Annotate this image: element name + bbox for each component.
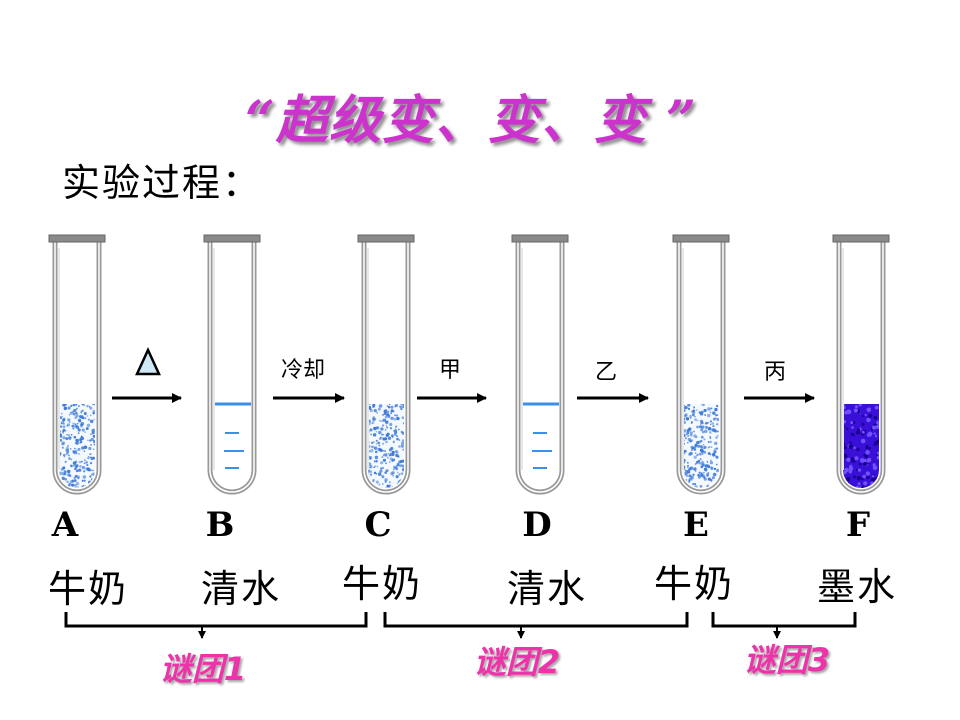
test-tube-d (511, 234, 569, 495)
test-tube-c (357, 234, 415, 495)
puzzle-label-2: 谜团2 (473, 643, 561, 681)
tube-rim (511, 234, 569, 243)
puzzle-label-1: 谜团1 (159, 650, 247, 688)
step-label-bing: 丙 (763, 360, 786, 385)
tube-letter-d: D (522, 505, 552, 545)
test-tube-a (48, 234, 106, 495)
tube-content-f: 墨水 (816, 565, 897, 609)
tube-content-d: 清水 (506, 567, 587, 611)
tube-content-e: 牛奶 (653, 562, 734, 606)
step-label-yi: 乙 (594, 360, 617, 385)
tube-content-a: 牛奶 (47, 567, 128, 611)
bracket-2 (383, 612, 689, 639)
test-tube-b (203, 234, 261, 495)
tube-letter-b: B (205, 505, 235, 545)
tube-glass (515, 242, 565, 495)
tube-letter-a: A (51, 505, 79, 545)
tube-rim (357, 234, 415, 243)
tube-glass (207, 242, 257, 495)
milk-liquid (59, 404, 95, 488)
tube-rim (203, 234, 261, 243)
tube-rim (48, 234, 106, 243)
test-tube-e (672, 234, 730, 495)
tube-rim (672, 234, 730, 243)
tube-letter-c: C (364, 505, 392, 545)
section-heading: 实验过程： (62, 161, 263, 205)
tube-content-c: 牛奶 (341, 562, 422, 606)
bracket-1 (64, 612, 368, 639)
tube-letter-e: E (683, 505, 709, 545)
triangle-heat-icon (135, 346, 161, 376)
bracket-3 (711, 612, 857, 639)
ink-liquid (843, 404, 879, 488)
milk-liquid (683, 404, 719, 488)
step-label-jia: 甲 (438, 358, 461, 383)
milk-liquid (368, 404, 404, 488)
test-tube-f (832, 234, 890, 495)
step-label-cooling: 冷却 (280, 358, 325, 383)
tube-content-b: 清水 (200, 567, 281, 611)
slide-title: “超级变、变、变 ” (245, 90, 697, 151)
puzzle-label-3: 谜团3 (743, 641, 831, 679)
tube-letter-f: F (845, 505, 871, 545)
tube-rim (832, 234, 890, 243)
